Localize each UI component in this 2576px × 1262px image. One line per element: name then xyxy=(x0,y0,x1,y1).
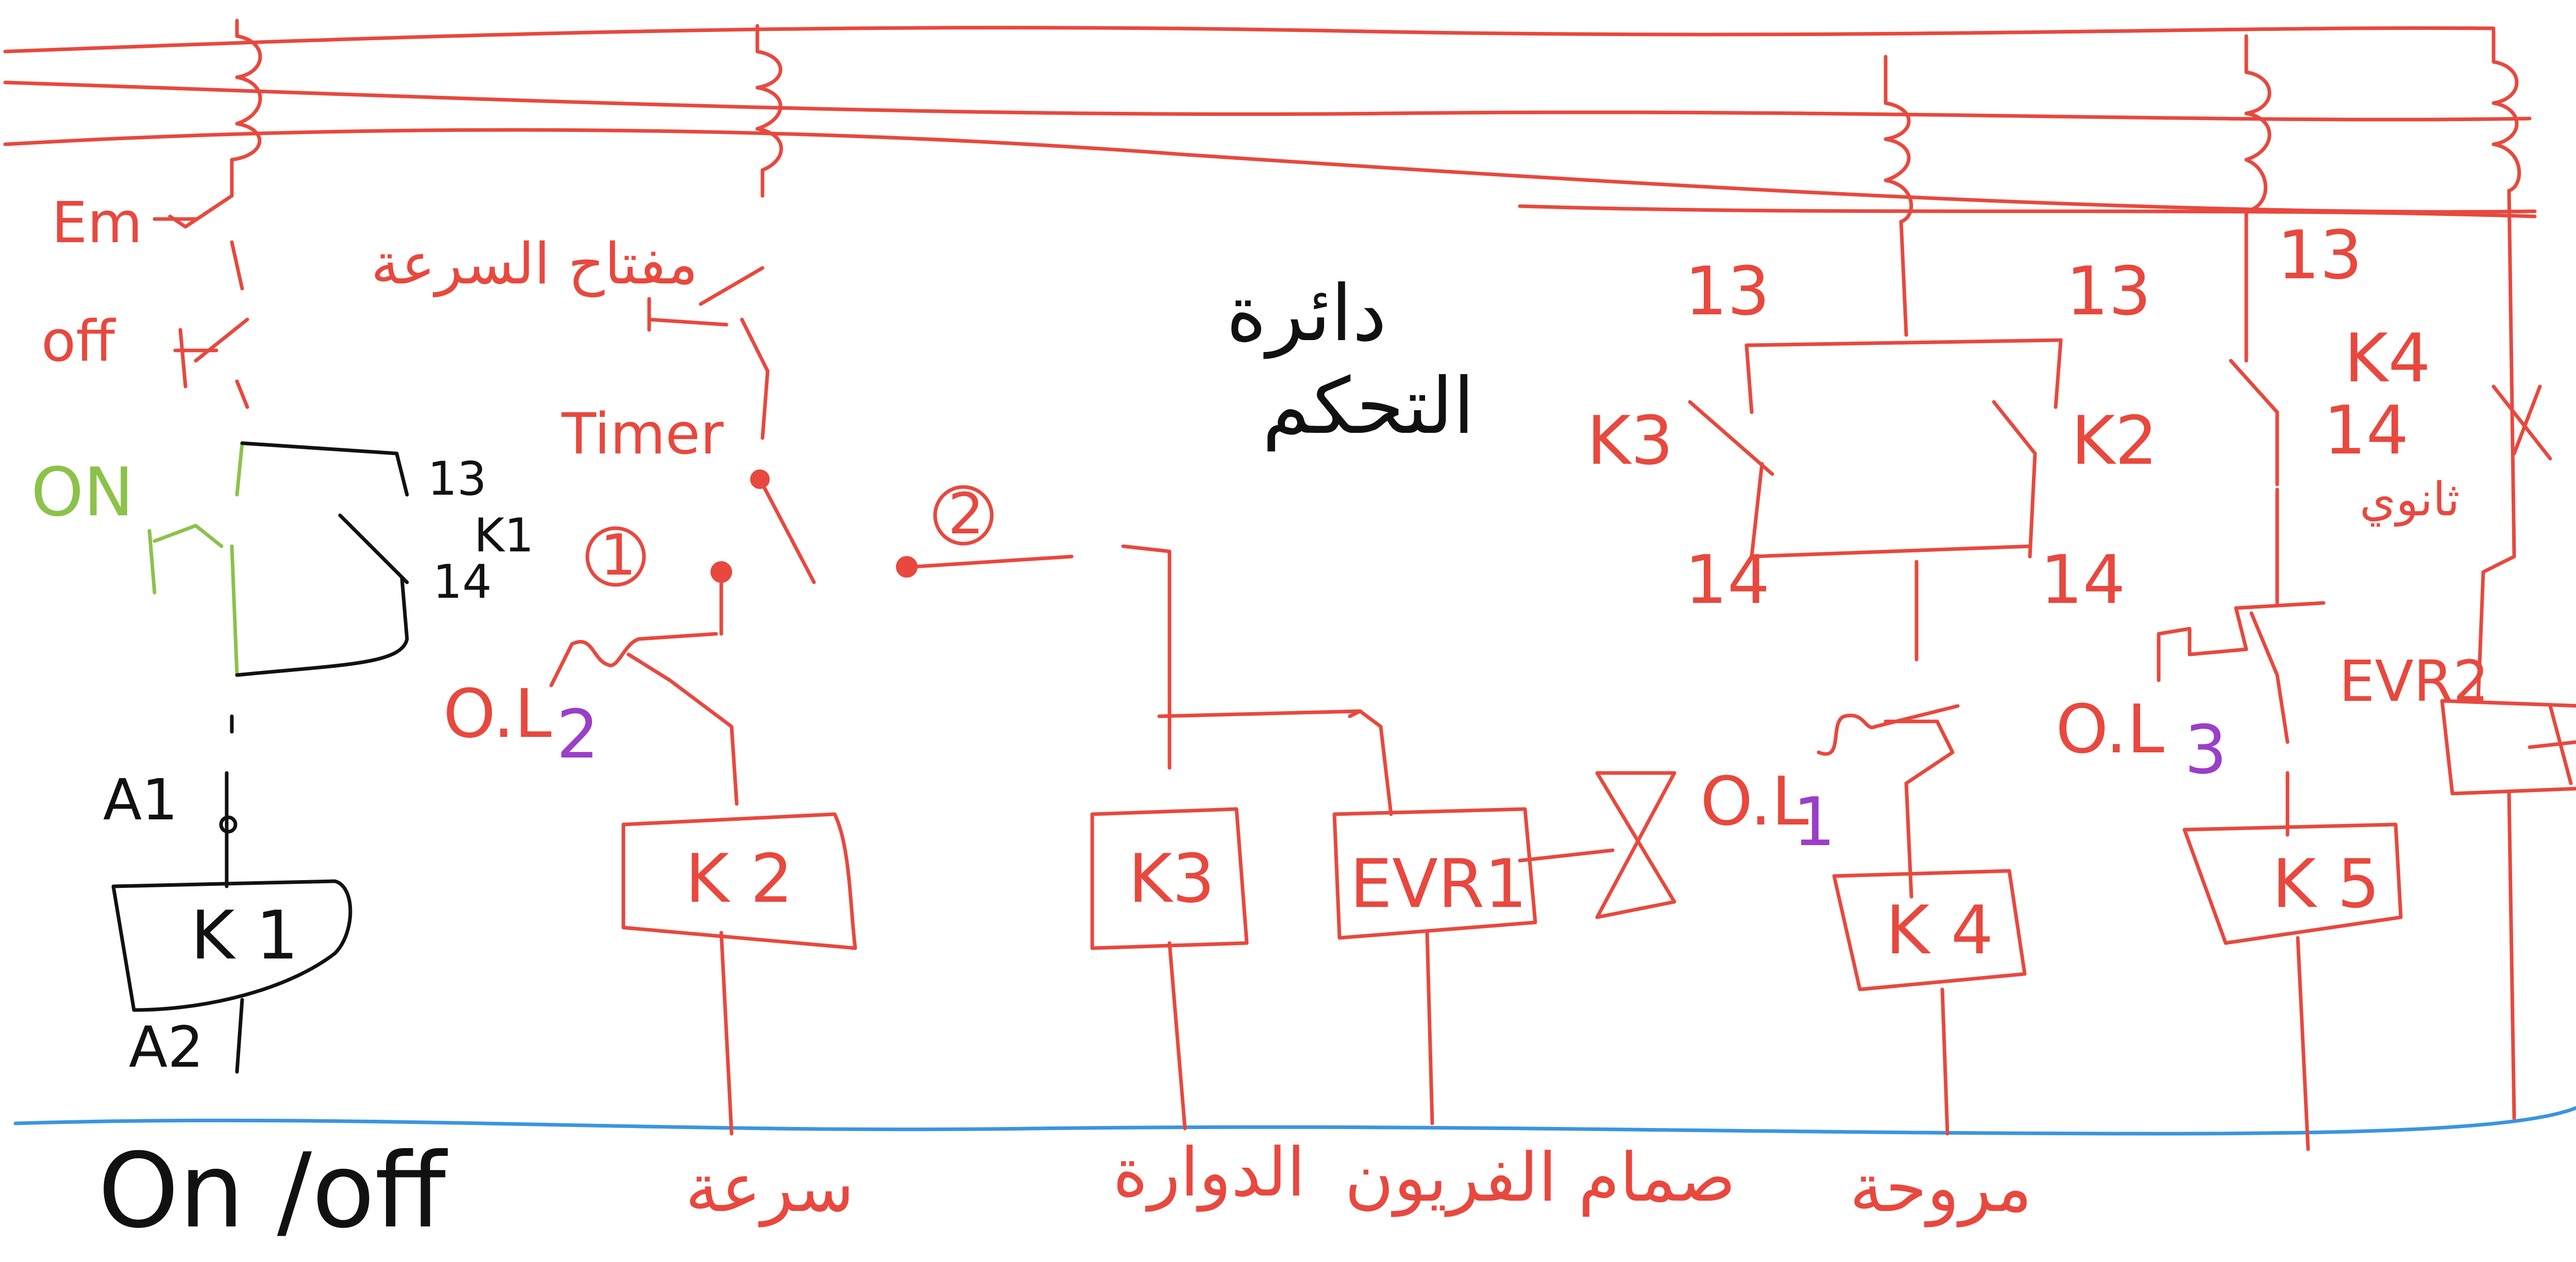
parallel-bottom-rail xyxy=(1750,544,2032,559)
k1-coil-label: K 1 xyxy=(191,896,298,974)
ol3-label: O.L xyxy=(2056,690,2164,768)
position-2-label: 2 xyxy=(948,481,984,547)
k2-coil-box[interactable] xyxy=(621,812,857,950)
ol1-contact xyxy=(1817,704,1960,899)
k1-hold-contact[interactable] xyxy=(235,441,409,677)
k3-aux-name-label: K3 xyxy=(1587,401,1673,480)
k3-coil-return xyxy=(1167,941,1187,1131)
title-line-2: التحكم xyxy=(1262,362,1475,451)
evr1-coil-box[interactable] xyxy=(1332,807,1537,940)
ol2-contact xyxy=(549,570,739,806)
k2-aux-contact[interactable] xyxy=(1992,338,2063,559)
neutral-bus xyxy=(13,1106,2576,1136)
k5-coil-box[interactable] xyxy=(2182,822,2403,945)
parallel-top-rail xyxy=(1744,338,2063,347)
branch5-fuse xyxy=(2244,34,2272,363)
a1-label: A1 xyxy=(103,767,178,833)
k4-aux-contact[interactable] xyxy=(2229,359,2279,605)
evr1-valve-symbol xyxy=(1518,771,1676,919)
branch3-feed xyxy=(910,544,1172,770)
off-contact xyxy=(173,317,249,409)
evr2-coil-return xyxy=(2507,792,2516,1120)
speed-switch-label: مفتاح السرعة xyxy=(371,231,698,297)
evr2-coil-label: EVR2 xyxy=(2339,648,2489,714)
section-marwaha: مروحة xyxy=(1850,1149,2032,1227)
ol1-index: 1 xyxy=(1793,783,1836,861)
a1-terminal xyxy=(219,815,238,834)
section-valve: صمام الفريون xyxy=(1345,1138,1736,1217)
ol3-index: 3 xyxy=(2184,711,2227,789)
branch6-fuse xyxy=(2476,29,2521,703)
supply-line-n xyxy=(1518,204,2537,218)
timer-blade[interactable] xyxy=(758,477,816,584)
speed-switch-contact[interactable] xyxy=(647,266,770,440)
k2-coil-return xyxy=(719,931,734,1136)
ol1-label: O.L xyxy=(1700,762,1809,840)
k1-coil-return xyxy=(235,998,244,1074)
k4-aux-14-label: 14 xyxy=(2324,391,2409,469)
evr1-coil-return xyxy=(1425,931,1434,1125)
k1-contact-name-label: K1 xyxy=(474,509,534,563)
evr2-valve-symbol xyxy=(2492,384,2576,785)
a2-label: A2 xyxy=(129,1014,204,1080)
branch3-split xyxy=(1157,709,1393,816)
k4-aux-name-label: K4 xyxy=(2344,319,2431,397)
k1-coil-box[interactable] xyxy=(111,879,352,1012)
k4-aux-13-label: 13 xyxy=(2277,216,2362,294)
ol2-label: O.L xyxy=(443,675,552,753)
branch2-fuse xyxy=(755,24,783,198)
k2-aux-14-label: 14 xyxy=(2040,541,2125,619)
k1-contact-14-label: 14 xyxy=(433,555,492,609)
ol3-contact xyxy=(2157,601,2326,744)
position-1-marker xyxy=(585,526,646,587)
k4-coil-label: K 4 xyxy=(1886,891,1993,969)
k4-side-note: ثانوي xyxy=(2360,473,2460,527)
title-line-1: دائرة xyxy=(1226,269,1387,359)
section-sara: سرعة xyxy=(685,1149,854,1227)
on-button xyxy=(147,441,244,677)
branch4-fuse xyxy=(1884,55,1913,337)
evr1-coil-label: EVR1 xyxy=(1350,845,1527,923)
section-on-off: On /off xyxy=(98,1131,448,1251)
k3-aux-13-label: 13 xyxy=(1685,252,1770,330)
k3-aux-contact[interactable] xyxy=(1688,343,1774,559)
k3-coil-box[interactable] xyxy=(1090,807,1249,950)
off-label: off xyxy=(41,308,116,374)
k2-aux-name-label: K2 xyxy=(2071,401,2158,480)
em-label: Em xyxy=(52,190,143,256)
supply-line-l3 xyxy=(3,128,2537,214)
k5-coil-label: K 5 xyxy=(2272,845,2380,923)
em-stop-contact xyxy=(152,194,244,291)
k2-aux-13-label: 13 xyxy=(2066,252,2151,330)
k4-coil-box[interactable] xyxy=(1832,869,2027,991)
supply-line-l2 xyxy=(3,80,2532,122)
on-label: ON xyxy=(31,453,134,531)
k1-coil-lead xyxy=(225,714,234,888)
position-2-marker xyxy=(933,485,994,546)
branch1-fuse xyxy=(230,19,262,198)
supply-line-l1 xyxy=(3,26,2496,54)
k3-aux-14-label: 14 xyxy=(1685,541,1770,619)
k2-coil-label: K 2 xyxy=(685,839,793,918)
section-dawara: الدوارة xyxy=(1113,1133,1306,1212)
k1-contact-13-label: 13 xyxy=(428,452,487,506)
evr2-coil-box[interactable] xyxy=(2440,699,2576,796)
k4-coil-return xyxy=(1940,987,1950,1136)
k5-coil-return xyxy=(2296,936,2310,1151)
timer-label: Timer xyxy=(561,401,724,467)
position-1-label: 1 xyxy=(600,522,636,588)
ol2-index: 2 xyxy=(556,695,599,773)
k3-coil-label: K3 xyxy=(1128,839,1215,918)
